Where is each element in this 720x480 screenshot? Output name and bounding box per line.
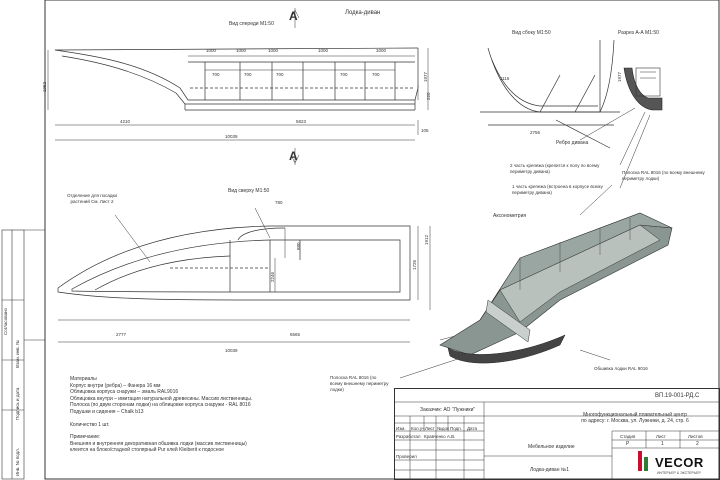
dim-sub-1: 700 <box>212 72 220 77</box>
note-line: Подушки и сидения – Chalk b13 <box>70 408 144 415</box>
note-line: клеится на блоко/стадной столярный Pur к… <box>70 447 225 454</box>
sheet-title: Лодка-диван <box>345 10 381 16</box>
section-view-label: Разрез А-А М1:50 <box>618 30 659 36</box>
callout-part2: 2 часть крепежа (крепится к полу по всем… <box>510 163 600 174</box>
note-line: Облицовка внутри – имитация натуральной … <box>70 395 253 402</box>
axonometry-view <box>439 212 673 364</box>
callout-cladding: Обшивка лодки RAL 9016 <box>594 366 648 371</box>
dim-top-5: 1000 <box>376 48 387 53</box>
stage-header: Стадия <box>620 434 636 439</box>
sheet-value: 1 <box>661 441 664 447</box>
dim-880: 880 <box>296 242 301 250</box>
dim-1952: 1952 <box>42 81 47 92</box>
dim-2756: 2756 <box>530 130 541 135</box>
note-line: Материалы <box>70 376 97 382</box>
dim-220: 220 <box>426 92 431 100</box>
side-view <box>54 47 419 111</box>
vecor-logo: VECOR <box>655 455 704 470</box>
strip-signature: Подпись и дата <box>15 387 20 420</box>
vecor-logo-mark <box>638 451 648 471</box>
col-izm: Изм. <box>396 426 406 431</box>
dim-top-4: 1000 <box>318 48 329 53</box>
dim-10039-top: 10039 <box>225 348 238 353</box>
dim-sub-2: 700 <box>244 72 252 77</box>
col-list: Лист <box>425 426 435 431</box>
col-podp: Подп. <box>450 426 462 431</box>
col-kol: Кол.уч <box>411 426 425 431</box>
front-view <box>480 39 620 149</box>
item-name: Лодка-диван №1 <box>530 467 569 473</box>
section-mark-top: А <box>289 9 298 23</box>
dim-top-2: 1000 <box>236 48 247 53</box>
developer-name: Кравченко А.В. <box>424 434 456 439</box>
object-address: Многофункциональный плавательный центр п… <box>581 412 689 424</box>
dim-top-3: 1000 <box>268 48 279 53</box>
note-line: Количество 1 шт. <box>70 421 110 428</box>
note-line: Примечание: <box>70 434 101 441</box>
axonometry-label: Аксонометрия <box>493 213 527 219</box>
stage-value: Р <box>626 441 630 447</box>
dim-1977-front: 1977 <box>617 71 622 82</box>
dim-top-1: 1000 <box>206 48 217 53</box>
sheet-frame <box>44 0 720 480</box>
checked-label: Проверил <box>396 454 417 459</box>
dim-780: 780 <box>275 200 283 205</box>
vecor-logo-subtitle: ИНТЕРЬЕР & ЭКСТЕРЬЕР <box>657 471 701 475</box>
materials-notes: Материалы Корпус внутри (ребра) – Фанера… <box>70 376 310 454</box>
note-line: Облицовка корпуса снаружи – эмаль RAL901… <box>70 389 179 396</box>
callout-stripe-top: Полоска RAL 8016 (по всему внешнему пери… <box>622 170 705 181</box>
strip-agreed: Согласовано <box>3 307 8 335</box>
title-block-grid <box>394 401 720 479</box>
dim-2777: 2777 <box>116 332 127 337</box>
dim-1726: 1726 <box>412 259 417 270</box>
top-view-label: Вид сверху М1:50 <box>228 188 270 194</box>
top-view <box>57 225 411 301</box>
dim-1116: 1116 <box>500 76 510 81</box>
doc-code: ВП.19-001-РД.С <box>655 393 700 399</box>
callout-stripe-bottom: Полоска RAL 8016 (по всему внешнему пери… <box>330 375 389 392</box>
sheets-value: 2 <box>696 441 699 447</box>
developed-label: Разработал <box>396 434 421 439</box>
strip-inventory: Инв. № подл. <box>15 447 20 476</box>
dim-2246: 2246 <box>270 271 275 282</box>
callout-rib: Ребро дивана <box>556 140 589 146</box>
callout-part1: 1 часть крепежа (встроена в корпусе всем… <box>512 184 603 195</box>
top-dimensions <box>58 207 431 343</box>
callout-plants: Отделение для посадки растений См. Лист … <box>66 193 117 204</box>
front-view-label: Вид сбоку М1:50 <box>512 30 551 36</box>
dim-5823: 5823 <box>296 119 307 124</box>
dim-sub-5: 700 <box>372 72 380 77</box>
dim-sub-3: 700 <box>276 72 284 77</box>
col-date: Дата <box>467 426 477 431</box>
note-line: Корпус внутри (ребра) – Фанера 16 мм <box>70 382 161 389</box>
section-name: Мебельное изделие <box>528 444 575 450</box>
strip-replace: Взам. инв. № <box>15 340 20 368</box>
section-mark-bottom: А <box>289 149 298 163</box>
dim-10039-side: 10039 <box>225 134 238 139</box>
dim-4210: 4210 <box>120 119 131 124</box>
sheets-header: Листов <box>688 434 703 439</box>
sheet-header: Лист <box>656 434 666 439</box>
customer: Заказчик: АО "Лужники" <box>420 407 476 413</box>
section-view <box>623 67 663 111</box>
dim-1977: 1977 <box>423 71 428 82</box>
side-view-label: Вид спереди М1:50 <box>229 21 274 27</box>
dim-sub-4: 700 <box>340 72 348 77</box>
dim-6565: 6565 <box>290 332 301 337</box>
note-line: Полоска (по двум сторонам лодки) на обли… <box>70 402 251 409</box>
side-dimensions <box>47 8 429 165</box>
dim-105: 105 <box>421 128 429 133</box>
col-ndoc: №док <box>437 426 449 431</box>
left-strip <box>1 229 25 480</box>
dim-1912: 1912 <box>424 234 429 245</box>
note-line: Внешняя и внутренняя декоративная обшивк… <box>70 440 247 447</box>
